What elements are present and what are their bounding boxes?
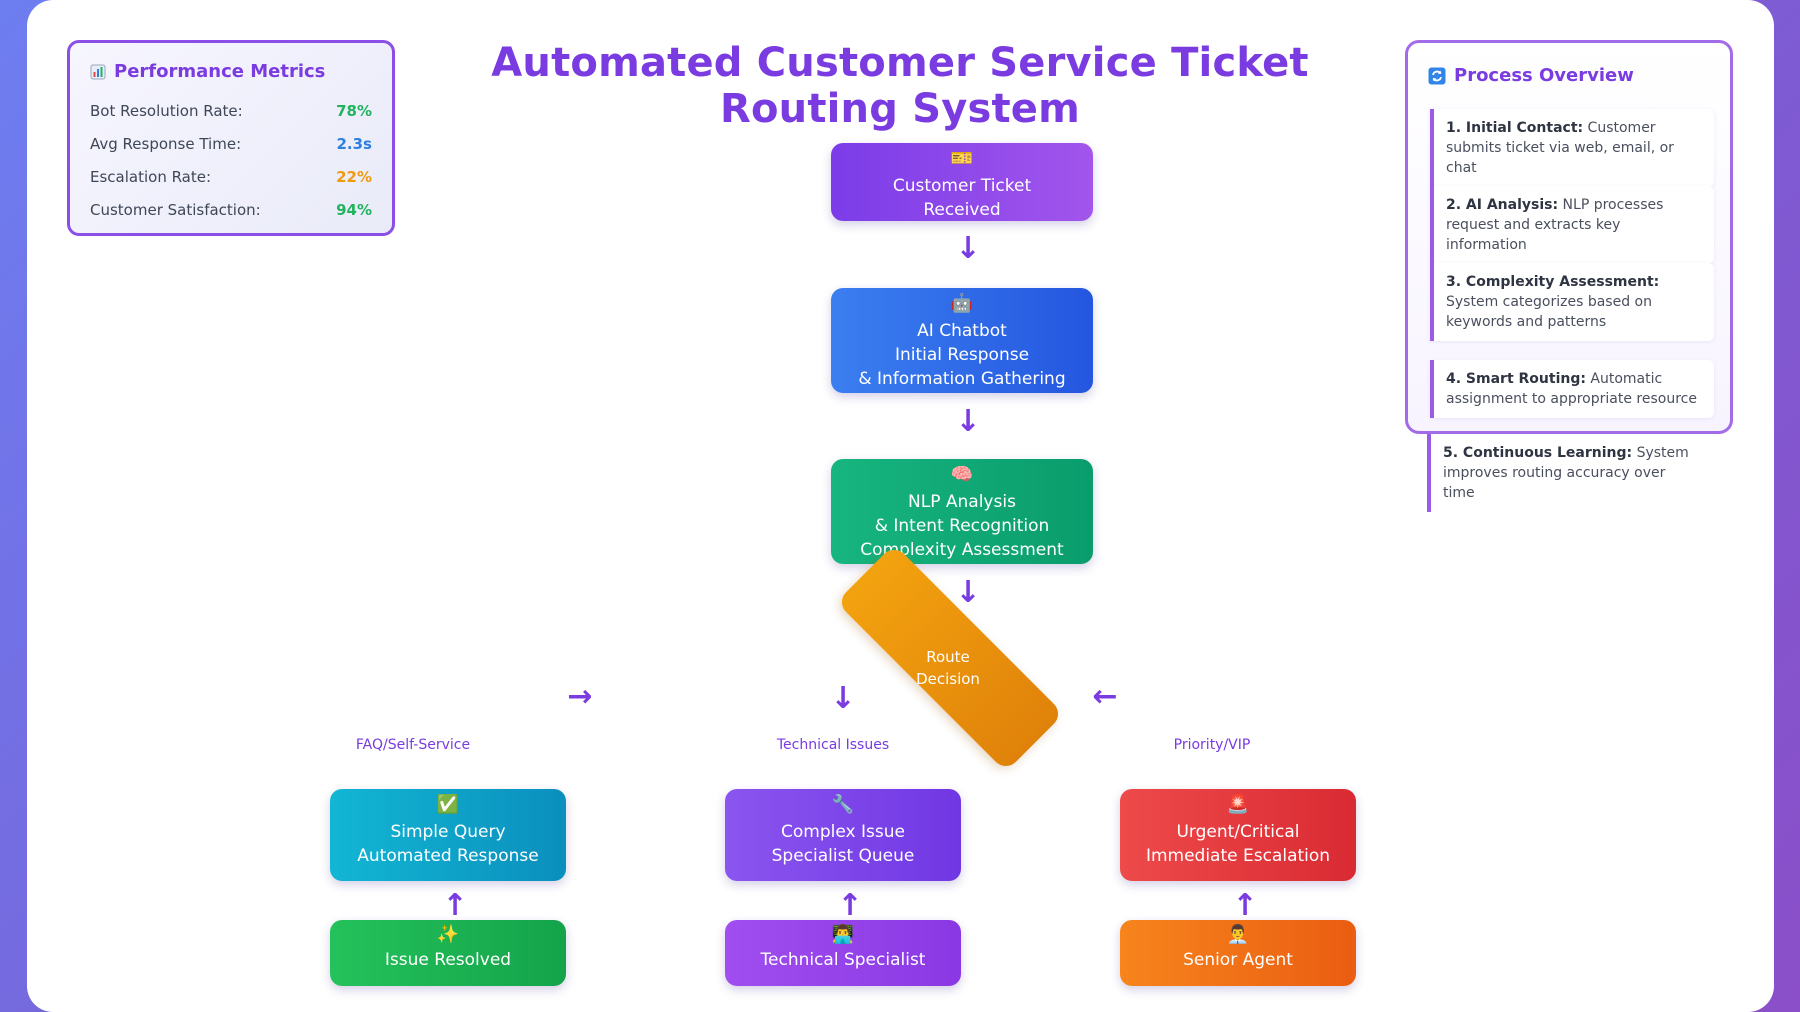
simple-query-node: ✅ Simple Query Automated Response xyxy=(330,789,566,881)
step-text: System categorizes based on keywords and… xyxy=(1446,294,1652,330)
check-mark-icon: ✅ xyxy=(436,794,460,815)
metric-row: Customer Satisfaction: 94% xyxy=(90,193,372,226)
metric-value: 94% xyxy=(336,200,372,219)
node-label: NLP Analysis xyxy=(908,492,1016,512)
metrics-header: Performance Metrics xyxy=(90,61,372,82)
office-worker-icon: 👨‍💼 xyxy=(1226,924,1250,945)
siren-icon: 🚨 xyxy=(1226,794,1250,815)
process-heading: Process Overview xyxy=(1454,65,1634,86)
metric-value: 2.3s xyxy=(336,134,372,153)
node-label: Complex Issue xyxy=(781,822,905,842)
step-text: Customer submits ticket via web, email, … xyxy=(1446,120,1674,176)
arrow-down-icon: ↓ xyxy=(955,404,981,439)
process-step: 3. Complexity Assessment: System categor… xyxy=(1430,263,1714,341)
node-label: Specialist Queue xyxy=(771,846,915,866)
metric-label: Bot Resolution Rate: xyxy=(90,101,243,120)
node-label: Initial Response xyxy=(894,345,1030,365)
node-label: Customer Ticket xyxy=(892,176,1032,196)
node-label: & Intent Recognition xyxy=(874,516,1050,536)
arrow-up-icon: ↑ xyxy=(442,888,468,923)
process-step: 2. AI Analysis: NLP processes request an… xyxy=(1430,186,1714,264)
arrow-down-icon: ↓ xyxy=(830,681,856,716)
ticket-icon: 🎫 xyxy=(950,148,974,169)
node-label: Senior Agent xyxy=(1183,950,1293,970)
complex-issue-node: 🔧 Complex Issue Specialist Queue xyxy=(725,789,961,881)
arrow-up-icon: ↑ xyxy=(1232,888,1258,923)
node-label: Automated Response xyxy=(357,846,539,866)
robot-icon: 🤖 xyxy=(950,293,974,314)
step-title: 1. Initial Contact: xyxy=(1446,120,1584,136)
senior-agent-node: 👨‍💼 Senior Agent xyxy=(1120,920,1356,986)
node-label: Issue Resolved xyxy=(384,950,512,970)
step-title: 2. AI Analysis: xyxy=(1446,197,1559,213)
node-label: Simple Query xyxy=(390,822,506,842)
process-header: Process Overview xyxy=(1428,65,1634,86)
metric-value: 22% xyxy=(336,167,372,186)
step-title: 5. Continuous Learning: xyxy=(1443,445,1633,461)
metric-label: Avg Response Time: xyxy=(90,134,242,153)
technologist-icon: 👨‍💻 xyxy=(831,924,855,945)
metric-label: Customer Satisfaction: xyxy=(90,200,261,219)
node-label: Immediate Escalation xyxy=(1145,846,1331,866)
metrics-heading: Performance Metrics xyxy=(114,61,326,82)
node-label: Urgent/Critical xyxy=(1176,822,1300,842)
step-title: 4. Smart Routing: xyxy=(1446,371,1586,387)
node-label: Technical Specialist xyxy=(760,950,926,970)
step-text: System improves routing accuracy over ti… xyxy=(1443,445,1689,501)
metric-row: Avg Response Time: 2.3s xyxy=(90,127,372,160)
metric-label: Escalation Rate: xyxy=(90,167,212,186)
branch-label-faq: FAQ/Self-Service xyxy=(355,737,471,753)
page-title: Automated Customer Service Ticket Routin… xyxy=(491,40,1309,132)
arrow-right-icon: → xyxy=(567,679,593,714)
step-text: NLP processes request and extracts key i… xyxy=(1446,197,1664,253)
arrow-down-icon: ↓ xyxy=(955,575,981,610)
technical-specialist-node: 👨‍💻 Technical Specialist xyxy=(725,920,961,986)
route-decision-label: Route Decision xyxy=(888,646,1008,690)
node-label: Received xyxy=(923,200,1001,220)
refresh-icon xyxy=(1428,67,1446,84)
ai-chatbot-node: 🤖 AI Chatbot Initial Response & Informat… xyxy=(831,288,1093,393)
metric-row: Bot Resolution Rate: 78% xyxy=(90,94,372,127)
performance-metrics-panel: Performance Metrics Bot Resolution Rate:… xyxy=(67,40,395,236)
decision-label-line: Decision xyxy=(916,670,980,688)
wrench-icon: 🔧 xyxy=(831,794,855,815)
arrow-up-icon: ↑ xyxy=(837,888,863,923)
bar-chart-icon xyxy=(90,64,106,79)
arrow-down-icon: ↓ xyxy=(955,231,981,266)
step-text: Automatic assignment to appropriate reso… xyxy=(1446,371,1697,407)
branch-label-technical: Technical Issues xyxy=(776,737,890,753)
node-label: AI Chatbot xyxy=(917,321,1007,341)
brain-icon: 🧠 xyxy=(950,464,974,485)
metric-value: 78% xyxy=(336,101,372,120)
branch-label-priority: Priority/VIP xyxy=(1173,737,1251,753)
customer-ticket-node: 🎫 Customer Ticket Received xyxy=(831,143,1093,221)
step-title: 3. Complexity Assessment: xyxy=(1446,274,1660,290)
process-step: 5. Continuous Learning: System improves … xyxy=(1427,434,1711,512)
nlp-analysis-node: 🧠 NLP Analysis & Intent Recognition Comp… xyxy=(831,459,1093,564)
urgent-critical-node: 🚨 Urgent/Critical Immediate Escalation xyxy=(1120,789,1356,881)
sparkles-icon: ✨ xyxy=(436,924,460,945)
decision-label-line: Route xyxy=(926,648,970,666)
process-step: 1. Initial Contact: Customer submits tic… xyxy=(1430,109,1714,187)
process-step: 4. Smart Routing: Automatic assignment t… xyxy=(1430,360,1714,418)
process-overview-panel: Process Overview 1. Initial Contact: Cus… xyxy=(1405,40,1733,434)
node-label: & Information Gathering xyxy=(858,369,1066,389)
issue-resolved-node: ✨ Issue Resolved xyxy=(330,920,566,986)
arrow-left-icon: ← xyxy=(1092,679,1118,714)
node-label: Complexity Assessment xyxy=(860,540,1064,560)
metric-row: Escalation Rate: 22% xyxy=(90,160,372,193)
